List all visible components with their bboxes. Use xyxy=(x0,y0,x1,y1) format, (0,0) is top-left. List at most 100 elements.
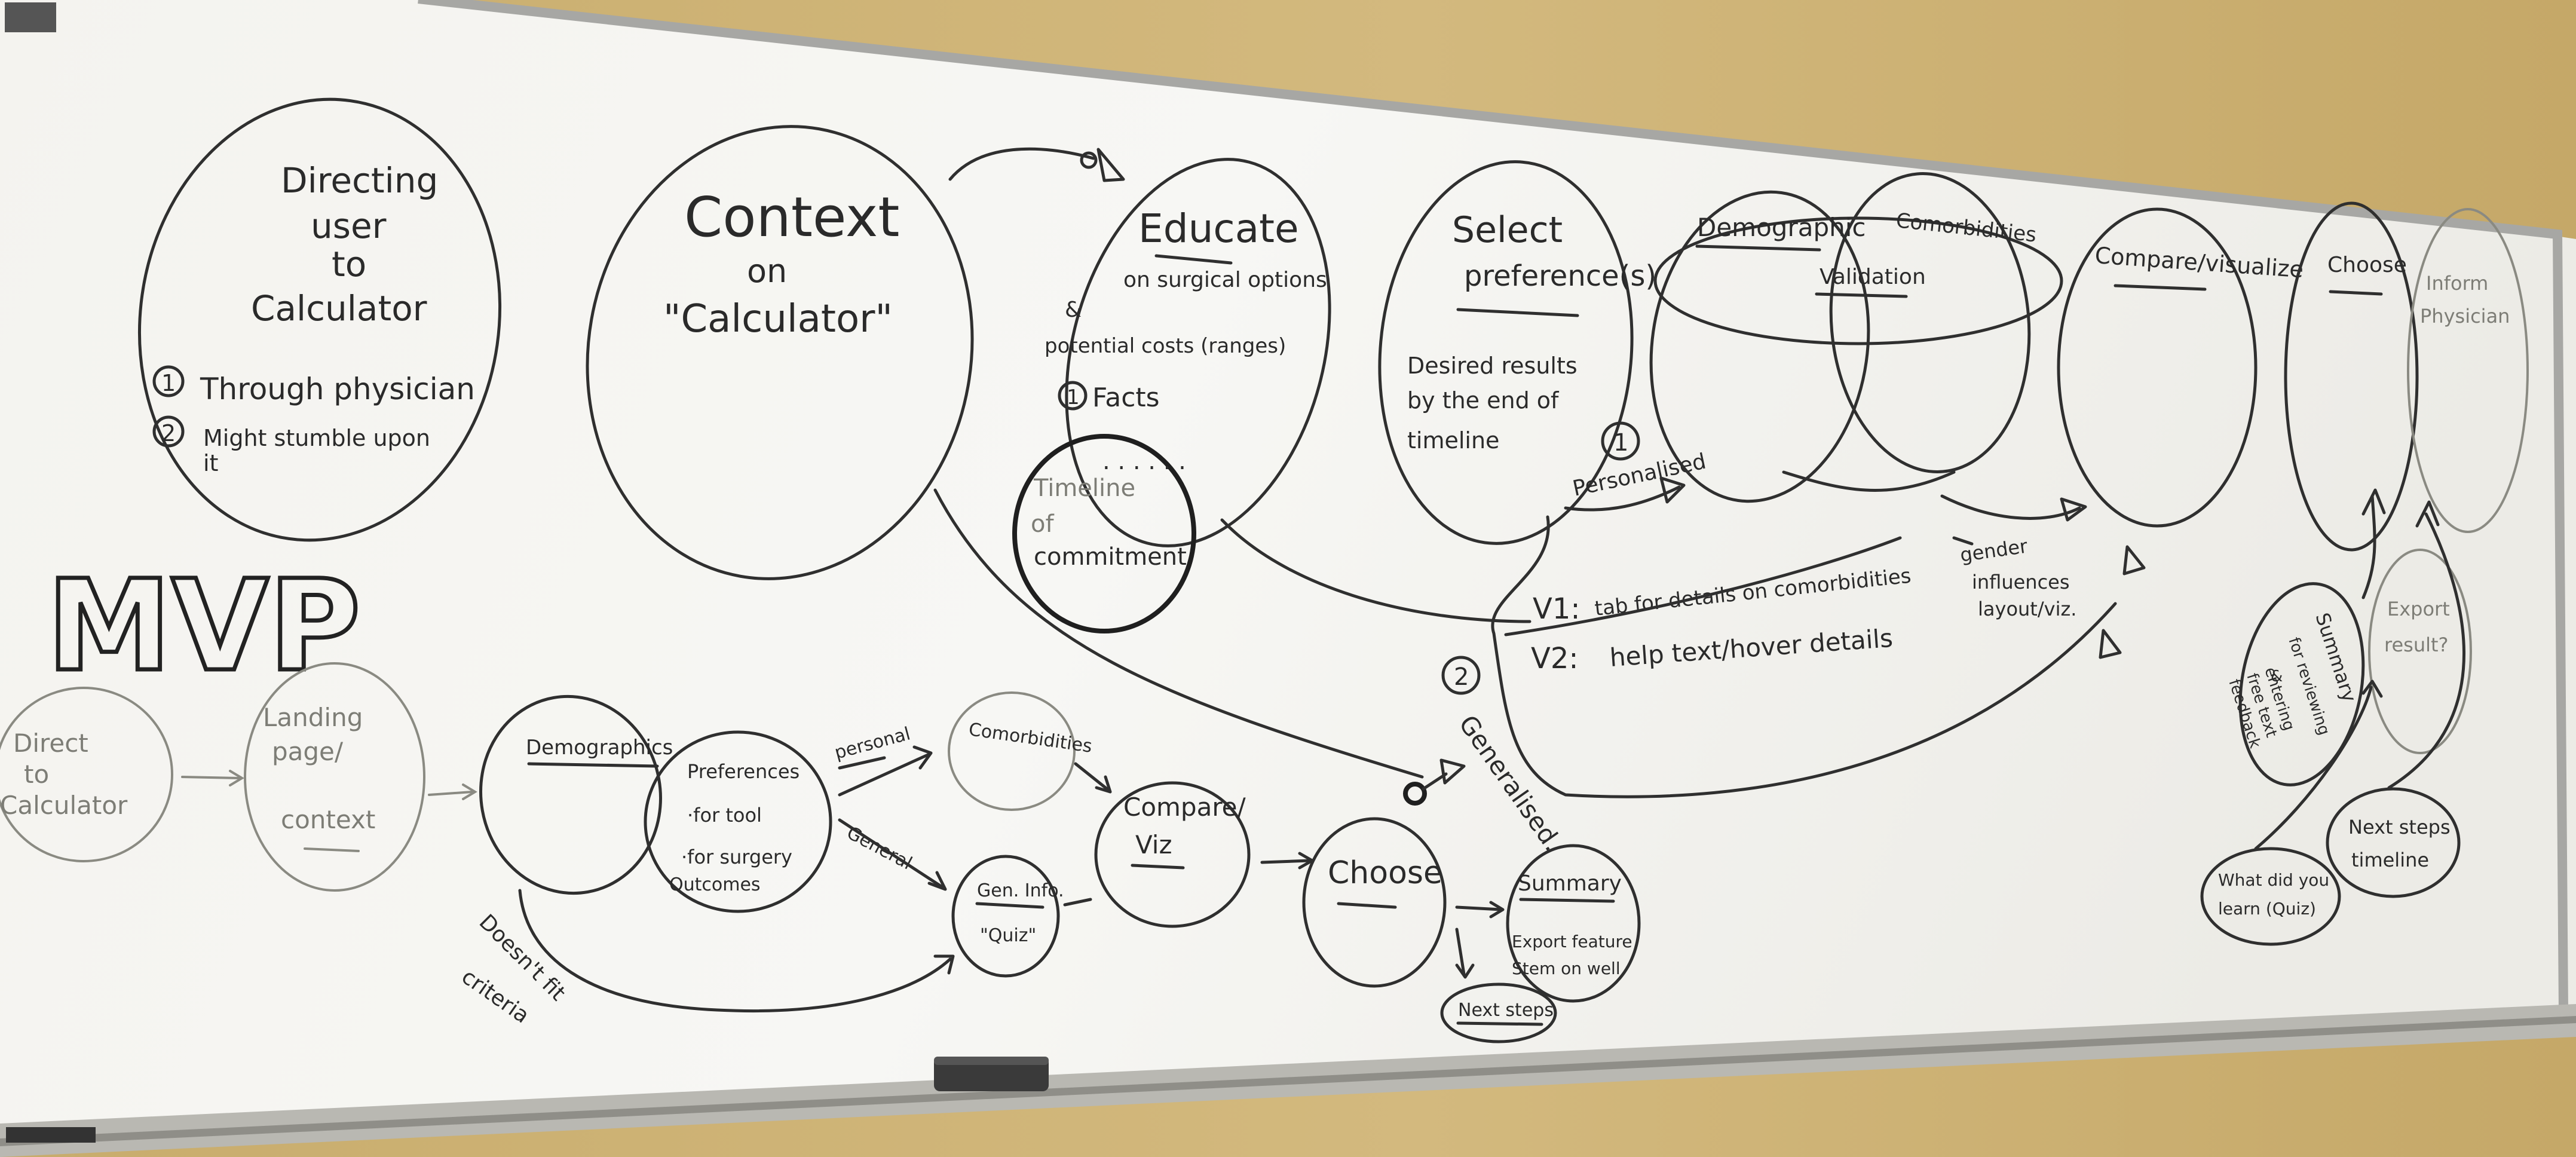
mvp-summary-title: Summary xyxy=(1518,871,1622,896)
select-body-2: by the end of xyxy=(1407,387,1560,414)
mvp-geninfo-2: "Quiz" xyxy=(980,925,1036,946)
v1-curve xyxy=(1504,536,1902,636)
educate-line1: on surgical options xyxy=(1123,268,1327,292)
inform-label-2: Physician xyxy=(2420,305,2510,327)
mvp-landing-1: Landing xyxy=(263,703,363,732)
demographic-label: Demographic xyxy=(1697,213,1866,242)
mvp-compare-2: Viz xyxy=(1135,830,1172,859)
mvp-doesnt-fit-curve xyxy=(518,889,952,1013)
arrowhead-to-choose xyxy=(2361,488,2386,516)
mvp-arrow-choose-next xyxy=(1455,928,1466,976)
mvp-demographics-underline xyxy=(527,762,659,768)
summary-upper-b1: & xyxy=(2271,668,2283,685)
personalised-num: 1 xyxy=(1613,429,1628,457)
export-oval xyxy=(2368,549,2472,754)
item-1-text: Through physician xyxy=(200,372,475,406)
mvp-demographics-oval xyxy=(479,694,662,895)
context-calculator: "Calculator" xyxy=(663,297,893,341)
arrowhead-to-inform xyxy=(2415,500,2440,528)
timeline-line3: commitment xyxy=(1034,543,1187,571)
arrow-node-educate xyxy=(1080,151,1098,169)
quiz-2: learn (Quiz) xyxy=(2218,899,2316,919)
tray-label xyxy=(6,1127,96,1143)
item-1-circle xyxy=(152,365,185,397)
generalised-link xyxy=(1422,772,1448,791)
select-title-2: preference(s) xyxy=(1464,259,1656,293)
mvp-arrow-1 xyxy=(181,776,240,779)
item-2-circle xyxy=(152,415,185,448)
mvp-arrowhead-2 xyxy=(462,783,477,800)
mvp-arrowhead-1 xyxy=(229,770,244,786)
mvp-direct-1: Direct xyxy=(13,729,88,758)
validation-underline xyxy=(1815,292,1908,298)
mvp-doesnt-fit-arrowhead xyxy=(933,954,955,975)
quiz-1: What did you xyxy=(2218,870,2329,890)
personalised-circle xyxy=(1601,421,1640,461)
flow-line-educate-v1 xyxy=(1220,518,1531,623)
mvp-pref-1: Preferences xyxy=(687,760,800,783)
v2-num: 2 xyxy=(1454,663,1469,691)
item-1-num: 1 xyxy=(161,370,176,396)
timeline-dots: . . . . . . xyxy=(1102,448,1186,475)
educate-line2: & xyxy=(1065,298,1082,322)
facts-label: Facts xyxy=(1092,382,1160,413)
select-body-3: timeline xyxy=(1407,427,1499,454)
quiz-arrowhead xyxy=(2361,679,2383,698)
personalised-arrowhead xyxy=(1659,476,1686,504)
v2-prefix: V2: xyxy=(1531,642,1579,675)
educate-title: Educate xyxy=(1138,206,1299,252)
eraser xyxy=(934,1057,1049,1091)
select-title: Select xyxy=(1452,209,1563,251)
validation-label: Validation xyxy=(1820,265,1926,289)
flow-line-cluster-merge xyxy=(1782,470,1956,492)
mvp-heading: MVP xyxy=(47,553,360,699)
v2-arrowhead-down xyxy=(2099,629,2122,659)
mvp-personal-arrowhead xyxy=(912,745,933,770)
export-1: Export xyxy=(2387,598,2450,620)
inform-label-1: Inform xyxy=(2426,272,2488,295)
mvp-preferences-oval xyxy=(644,730,832,913)
mvp-comorbidities-oval xyxy=(948,691,1076,811)
context-on: on xyxy=(747,252,787,290)
mvp-geninfo-underline xyxy=(975,902,1045,909)
item-2-text-b: it xyxy=(203,450,218,476)
quiz-oval xyxy=(2200,847,2341,946)
context-title: Context xyxy=(684,185,899,249)
mvp-landing-underline xyxy=(304,847,360,852)
choose-label: Choose xyxy=(2327,253,2407,277)
mvp-next-steps-underline xyxy=(1456,1021,1543,1026)
summary-to-choose xyxy=(2361,494,2376,599)
mvp-compare-1: Compare/ xyxy=(1123,792,1246,822)
mvp-direct-3: Calculator xyxy=(0,791,128,820)
validation-oval xyxy=(1653,216,2063,345)
mvp-landing-3: context xyxy=(281,805,375,834)
mvp-personal-arrow xyxy=(838,752,931,797)
mvp-summary-1: Export feature xyxy=(1512,932,1632,951)
educate-oval xyxy=(1065,158,1331,547)
mvp-pref-4: Outcomes xyxy=(669,874,761,895)
mvp-geninfo-1: Gen. Info. xyxy=(977,880,1064,901)
mvp-general-arrow xyxy=(838,818,945,889)
mvp-landing-oval xyxy=(244,662,425,892)
arrowhead-educate xyxy=(1096,148,1125,182)
directing-title-4: Calculator xyxy=(251,288,427,329)
inform-oval xyxy=(2407,208,2529,533)
mvp-direct-oval xyxy=(0,687,173,862)
item-2-num: 2 xyxy=(161,420,176,446)
mvp-choose-label: Choose xyxy=(1328,855,1442,891)
next-steps-arrow xyxy=(2387,512,2465,789)
mvp-summary-underline xyxy=(1519,898,1615,903)
select-oval xyxy=(1378,160,1634,545)
directing-title-2: user xyxy=(311,206,387,246)
choose-underline xyxy=(2329,290,2383,296)
arrow-into-educate xyxy=(948,147,1095,181)
context-oval xyxy=(586,125,974,580)
gender-2: influences xyxy=(1972,571,2070,593)
mvp-arrowhead-choose-next xyxy=(1455,963,1475,979)
mvp-arrowhead-comorb-compare xyxy=(1095,775,1112,794)
mvp-demographics-label: Demographics xyxy=(526,736,673,760)
generalised-arrowhead xyxy=(1439,758,1466,785)
mvp-personal-underline xyxy=(838,756,886,770)
mvp-pref-2: ·for tool xyxy=(687,804,762,827)
mvp-pref-3: ·for surgery xyxy=(681,846,792,868)
